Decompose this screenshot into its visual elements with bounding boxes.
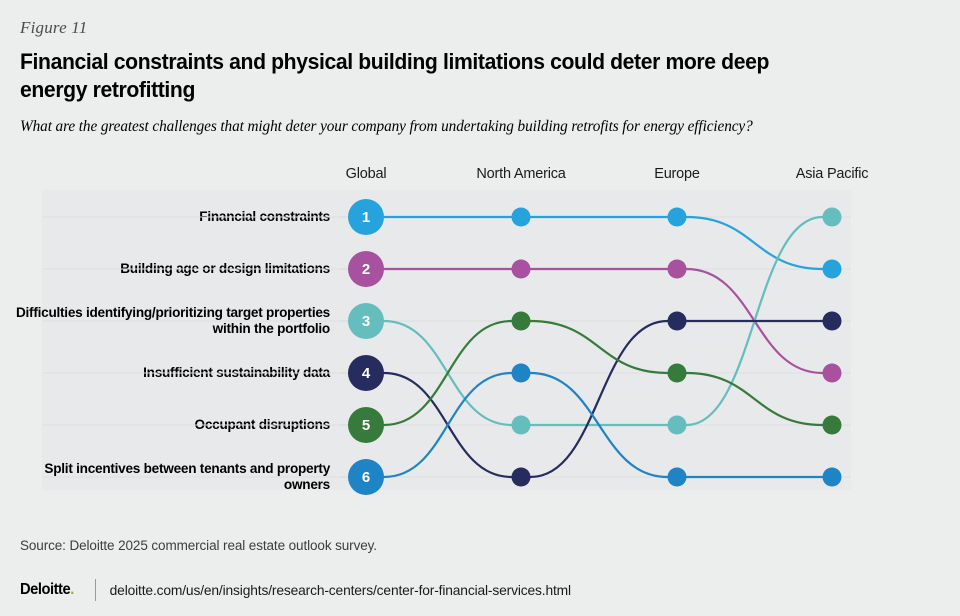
node-financial-constraints-europe[interactable] [667,207,687,227]
deloitte-wordmark: Deloitte [20,581,71,598]
node-insufficient-sustainability-europe[interactable] [667,311,687,331]
node-occupant-disruptions-asia-pacific[interactable] [822,415,842,435]
page-title: Financial constraints and physical build… [20,49,770,102]
flow-line-insufficient-sustainability [382,319,824,479]
rank-number-4: 4 [362,365,371,382]
node-building-age-asia-pacific[interactable] [822,363,842,383]
node-building-age-north-america[interactable] [511,259,531,279]
node-occupant-disruptions-europe[interactable] [667,363,687,383]
rank-number-5: 5 [362,417,370,434]
rank-number-2: 2 [362,261,370,278]
node-difficulties-identifying-global[interactable] [348,303,384,339]
node-insufficient-sustainability-asia-pacific[interactable] [822,311,842,331]
node-split-incentives-north-america[interactable] [511,363,531,383]
node-split-incentives-global[interactable] [348,459,384,495]
column-header-europe: Europe [654,166,700,182]
figure-label: Figure 11 [20,18,88,37]
rank-number-1: 1 [362,209,370,226]
node-occupant-disruptions-north-america[interactable] [511,311,531,331]
node-difficulties-identifying-asia-pacific[interactable] [822,207,842,227]
node-financial-constraints-global[interactable] [348,199,384,235]
node-insufficient-sustainability-north-america[interactable] [511,467,531,487]
node-occupant-disruptions-global[interactable] [348,407,384,443]
node-building-age-global[interactable] [348,251,384,287]
deloitte-logo: Deloitte. [20,581,74,599]
flow-line-occupant-disruptions [382,319,824,427]
column-header-north-america: North America [476,166,566,182]
footer: Deloitte. deloitte.com/us/en/insights/re… [20,578,940,602]
node-financial-constraints-asia-pacific[interactable] [822,259,842,279]
row-label-6: Split incentives between tenants and pro… [44,461,330,492]
node-split-incentives-asia-pacific[interactable] [822,467,842,487]
node-split-incentives-europe[interactable] [667,467,687,487]
node-difficulties-identifying-europe[interactable] [667,415,687,435]
column-header-asia-pacific: Asia Pacific [795,166,869,182]
node-financial-constraints-north-america[interactable] [511,207,531,227]
node-difficulties-identifying-north-america[interactable] [511,415,531,435]
node-insufficient-sustainability-global[interactable] [348,355,384,391]
node-building-age-europe[interactable] [667,259,687,279]
column-header-global: Global [345,166,387,182]
flow-line-financial-constraints [382,215,824,271]
deloitte-logo-dot: . [70,581,74,598]
column-headers: Global North America Europe Asia Pacific [0,156,960,186]
figure-subtitle: What are the greatest challenges that mi… [20,118,753,135]
rank-number-6: 6 [362,469,370,486]
row-label-3: Difficulties identifying/prioritizing ta… [15,305,330,336]
flow-line-split-incentives [382,371,824,479]
bump-chart-svg: 1 2 3 4 5 6 [42,199,851,495]
footer-divider [94,579,96,601]
chart-panel [42,190,851,490]
footer-url[interactable]: deloitte.com/us/en/insights/research-cen… [109,582,571,598]
rank-number-3: 3 [362,313,370,330]
source-note: Source: Deloitte 2025 commercial real es… [20,538,377,553]
